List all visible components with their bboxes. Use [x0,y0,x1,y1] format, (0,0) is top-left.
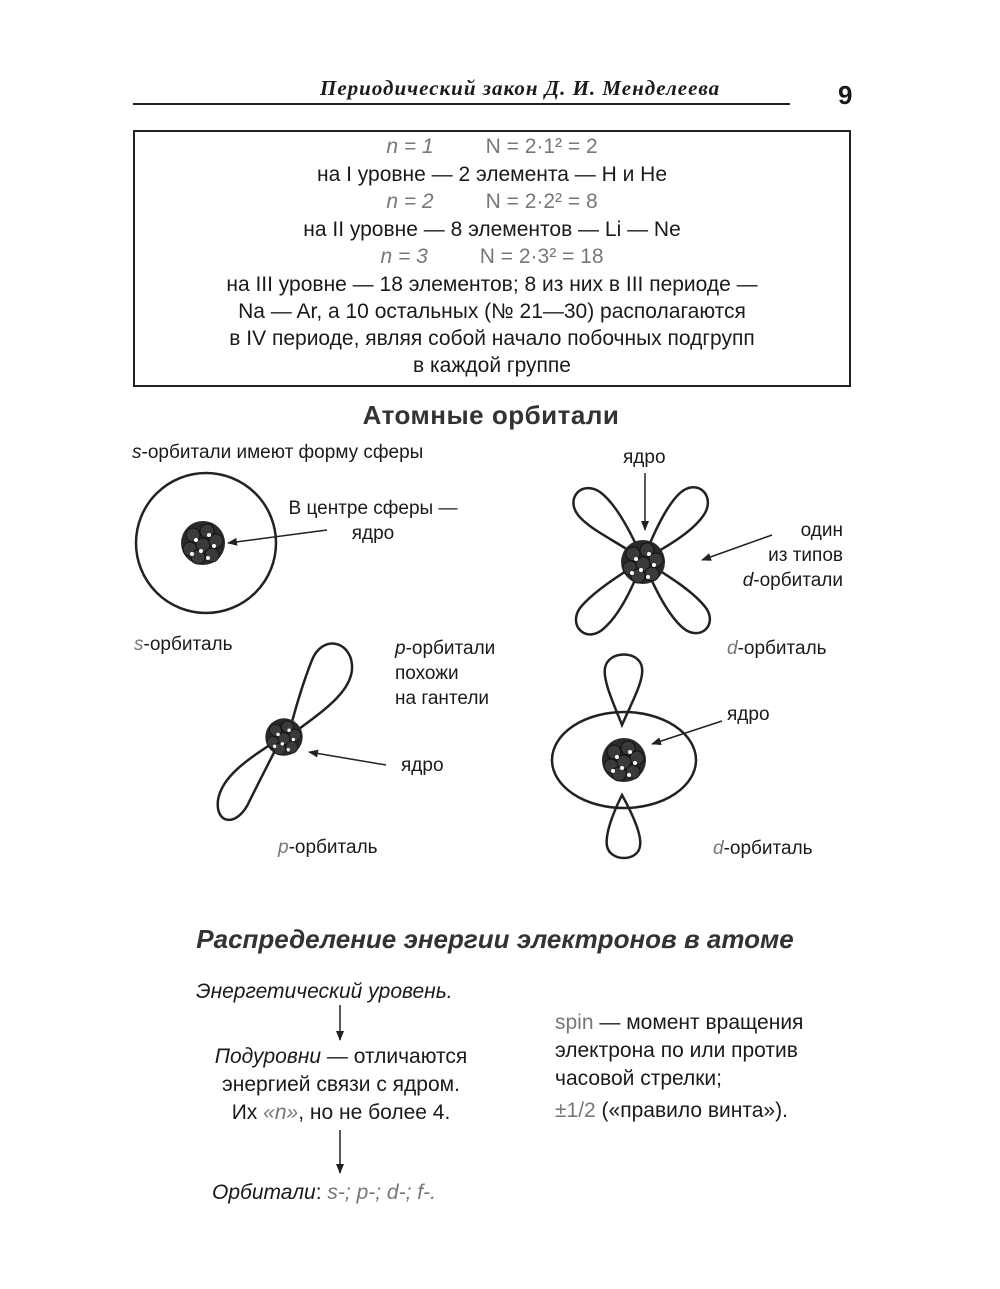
formula-line-2: n = 2 N = 2·2² = 8 [135,189,849,215]
formula-N-3: N = 2·3² = 18 [479,245,604,268]
spin-block: spin — момент вращения электрона по или … [555,1009,803,1125]
header-rule [133,103,790,105]
s-center-label: В центре сферы — ядро [268,496,478,546]
s-intro-text: -орбитали имеют форму сферы [141,442,424,463]
level-2-text: на II уровне — 8 элементов — Li — Ne [303,218,681,241]
d-orbital-dz2-drawing [550,653,723,860]
spin-line-2: электрона по или против [555,1039,798,1062]
page-number: 9 [838,80,853,110]
p-orbital-drawing [216,642,387,822]
p-caption-text: -орбиталь [288,837,378,858]
d-orbital-clover-drawing [572,473,773,636]
s-caption-letter: s [134,634,144,655]
s-center-line-1: В центре сферы — [288,498,458,519]
d2-orbital-caption: d-орбиталь [713,836,813,861]
orbitals-term: Орбитали [212,1181,316,1204]
d2-caption-text: -орбиталь [723,838,813,859]
energy-level-text: Энергетический уровень. [196,980,453,1003]
sublevels-line-3a: Их [231,1101,264,1124]
d1-caption-text: -орбиталь [737,638,827,659]
formula-N-2: N = 2·2² = 8 [485,190,598,213]
s-letter: s [132,442,142,463]
sublevels-line-3b: , но не более 4. [298,1101,451,1124]
p-orbital-caption: p-орбиталь [278,835,378,860]
s-center-line-2: ядро [351,523,395,544]
formula-n-3: n = 3 [380,245,428,268]
spin-word: spin [555,1011,594,1034]
spin-text: — момент вращения [593,1011,804,1034]
formula-N-1: N = 2·1² = 2 [485,135,598,158]
formula-n-2: n = 2 [386,190,434,213]
spin-line-3: часовой стрелки; [555,1067,722,1090]
p-desc-line-3: на гантели [395,688,490,709]
formula-line-3: n = 3 N = 2·3² = 18 [135,244,849,270]
p-desc-line-2: похожи [395,663,459,684]
orbitals-section-title: Атомные орбитали [362,400,620,430]
sublevels-term: Подуровни [214,1045,322,1068]
s-caption-text: -орбиталь [143,634,233,655]
level-3-text-1: на III уровне — 18 элементов; 8 из них в… [226,273,758,296]
electron-capacity-box: n = 1 N = 2·1² = 2 на I уровне — 2 элемен… [133,130,851,387]
formula-n-1: n = 1 [386,135,434,158]
energy-section-title: Распределение энергии электронов в атоме [196,924,794,954]
orbitals-list: s-; p-; d-; f-. [327,1181,436,1204]
d1-description: один из типов d-орбитали [728,518,843,593]
level-3-text-3: в IV периоде, являя собой начало побочны… [229,327,755,350]
s-orbital-drawing [134,471,328,615]
orbitals-colon: : [315,1181,328,1204]
d1-desc-line-2: из типов [768,545,843,566]
s-orbitals-intro: s-орбитали имеют форму сферы [132,440,423,465]
sublevels-block: Подуровни — отличаются энергией связи с … [190,1043,492,1127]
level-1-text: на I уровне — 2 элемента — H и He [316,163,668,186]
p-nucleus-label: ядро [401,755,444,776]
spin-value: ±1/2 [555,1099,596,1122]
d2-caption-letter: d [713,838,724,859]
d1-desc-letter: d [742,570,754,591]
d1-nucleus-label: ядро [623,447,666,468]
sublevels-line-2: энергией связи с ядром. [222,1073,460,1096]
p-desc-text: -орбитали [405,638,496,659]
d1-desc-line-1: один [800,520,843,541]
running-title: Периодический закон Д. И. Менделеева [320,76,721,100]
formula-line-1: n = 1 N = 2·1² = 2 [135,134,849,160]
s-orbital-caption: s-орбиталь [134,632,233,657]
level-3-text-4: в каждой группе [413,354,571,377]
sublevels-text: — отличаются [321,1045,468,1068]
d1-caption-letter: d [727,638,738,659]
d2-nucleus-label: ядро [727,704,770,725]
d1-orbital-caption: d-орбиталь [727,636,827,661]
p-caption-letter: p [278,837,289,858]
d1-desc-text: -орбитали [753,570,843,591]
p-desc-letter: p [395,638,406,659]
p-orbitals-description: p-орбитали похожи на гантели [395,636,495,711]
sublevels-n: «n» [263,1101,299,1124]
spin-rule: («правило винта»). [595,1099,788,1122]
orbitals-list-line: Орбитали: s-; p-; d-; f-. [212,1181,436,1205]
level-3-text-2: Na — Ar, а 10 остальных (№ 21—30) распол… [238,300,746,323]
